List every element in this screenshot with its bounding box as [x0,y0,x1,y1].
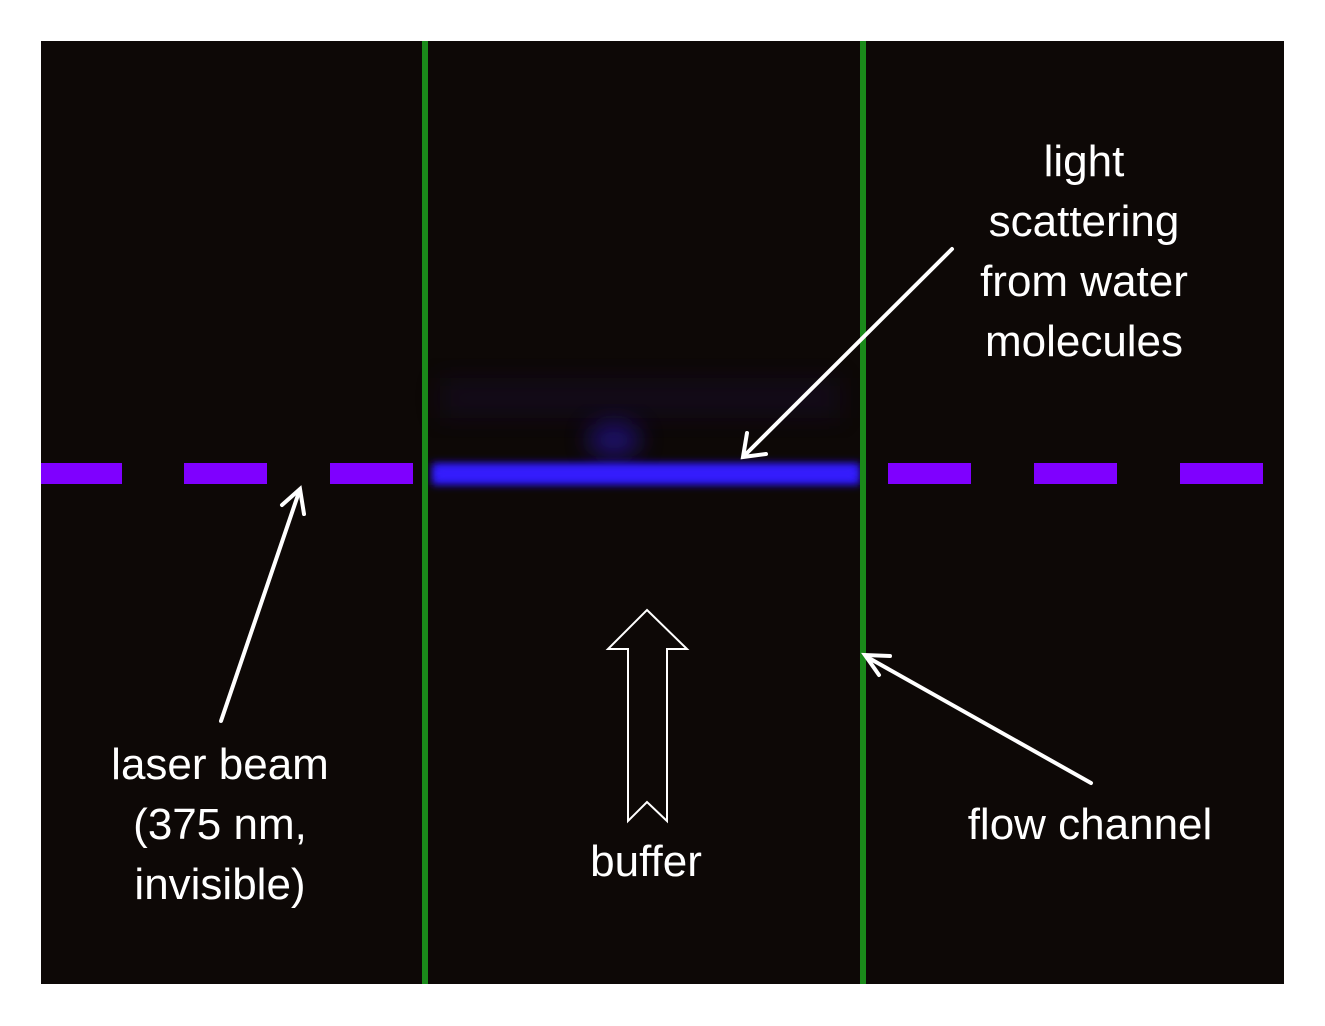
laser-label-line-2: (375 nm, [133,800,307,849]
scattering-label-line-3: from water [980,257,1188,306]
buffer-flow-up-arrow-icon [605,608,690,824]
laser-label-line-1: laser beam [111,740,329,789]
scattering-pointer-arrow-icon [740,247,954,460]
buffer-label: buffer [590,837,702,886]
laser-pointer-arrow-icon [219,485,306,723]
channel-wall-left [422,41,428,984]
scattering-glow-band [432,463,860,485]
scattering-label-line-2: scattering [988,197,1180,246]
scatter-haze [440,378,840,458]
microscope-image-panel [41,41,1284,984]
flow-channel-label: flow channel [967,800,1213,849]
laser-beam-label: laser beam (375 nm, invisible) [111,735,329,915]
scattering-label-line-1: light [1043,137,1125,186]
scattering-label: light scattering from water molecules [980,132,1188,372]
laser-beam-dashes-left [41,463,413,484]
flow-channel-pointer-arrow-icon [861,652,1093,785]
laser-beam-dashes-right [888,463,1263,484]
scattering-label-line-4: molecules [984,317,1184,366]
laser-label-line-3: invisible) [134,860,306,909]
channel-wall-right [860,41,866,984]
